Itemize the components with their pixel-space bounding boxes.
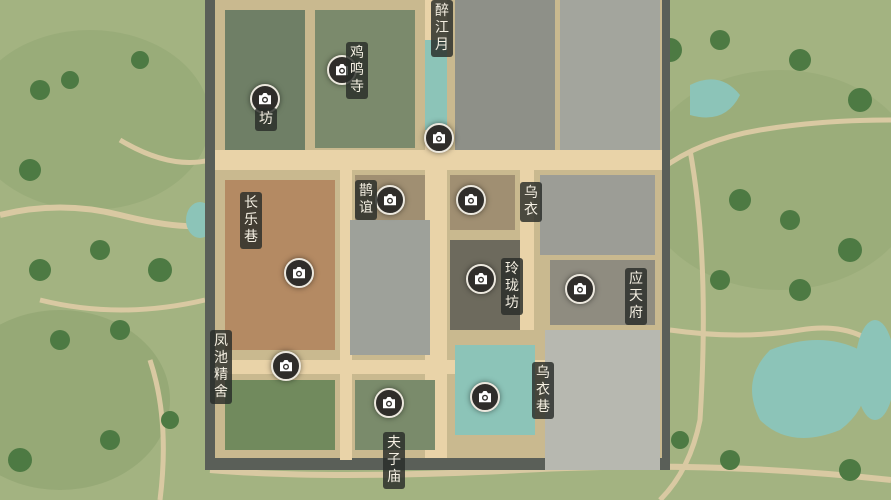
camera-marker[interactable] xyxy=(470,382,500,412)
district-label-queyi: 鹊谊 xyxy=(355,180,377,220)
camera-icon xyxy=(384,194,396,206)
camera-icon xyxy=(336,64,348,76)
camera-icon xyxy=(433,132,445,144)
district-label-changle: 长乐巷 xyxy=(240,192,262,249)
camera-icon xyxy=(280,360,292,372)
camera-marker[interactable] xyxy=(284,258,314,288)
camera-marker[interactable] xyxy=(271,351,301,381)
camera-icon xyxy=(293,267,305,279)
district-label-wuyi: 乌衣 xyxy=(520,182,542,222)
district-label-fengchi: 凤池精舍 xyxy=(210,330,232,404)
camera-icon xyxy=(259,93,271,105)
camera-marker[interactable] xyxy=(424,123,454,153)
district-label-jiming: 鸡鸣寺 xyxy=(346,42,368,99)
district-label-fang: 坊 xyxy=(255,108,277,131)
camera-marker[interactable] xyxy=(466,264,496,294)
camera-marker[interactable] xyxy=(374,388,404,418)
district-label-zuiyue: 醉江月 xyxy=(431,0,453,57)
camera-icon xyxy=(574,283,586,295)
district-label-fuzimiao: 夫子庙 xyxy=(383,432,405,489)
camera-marker[interactable] xyxy=(456,185,486,215)
camera-marker[interactable] xyxy=(375,185,405,215)
district-label-yingtian: 应天府 xyxy=(625,268,647,325)
district-label-linglong: 玲珑坊 xyxy=(501,258,523,315)
camera-icon xyxy=(475,273,487,285)
camera-icon xyxy=(479,391,491,403)
camera-marker[interactable] xyxy=(565,274,595,304)
district-label-wuyixiang: 乌衣巷 xyxy=(532,362,554,419)
camera-icon xyxy=(383,397,395,409)
camera-icon xyxy=(465,194,477,206)
